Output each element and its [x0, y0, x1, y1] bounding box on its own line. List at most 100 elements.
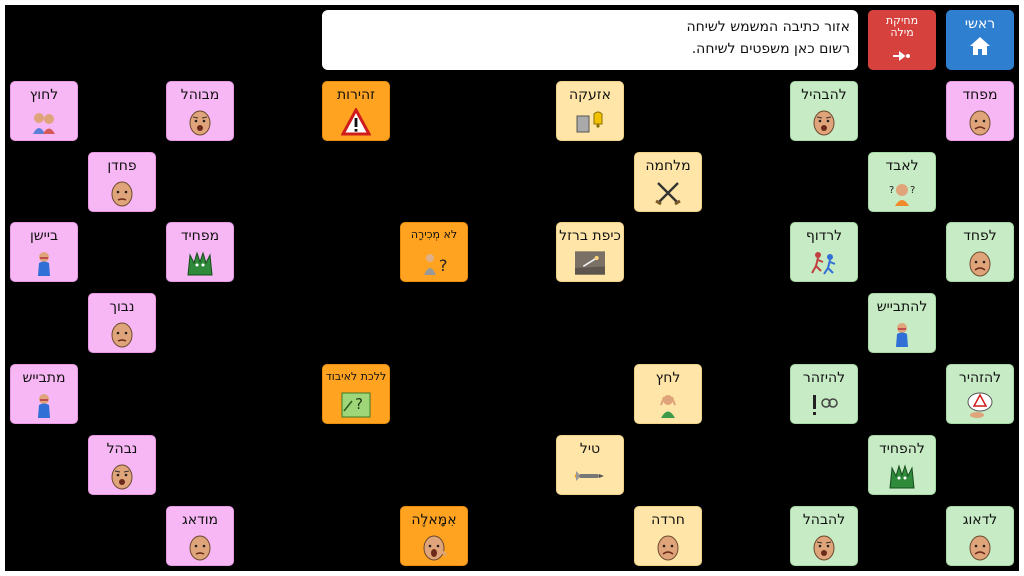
word-tile[interactable]: להתבייש	[868, 293, 936, 353]
stressed-people-icon	[29, 108, 59, 136]
word-tile-label: לחץ	[655, 370, 681, 386]
embarrassed-face-icon	[107, 320, 137, 348]
word-tile-label: לרדוף	[805, 228, 843, 244]
be-ashamed-icon	[887, 320, 917, 348]
shy-person-icon	[29, 249, 59, 277]
word-tile[interactable]: לפחד	[946, 222, 1014, 282]
word-tile-label: לא מְכִירָה	[410, 228, 458, 241]
word-tile-label: חרדה	[651, 512, 685, 528]
anxiety-face-icon	[653, 533, 683, 561]
word-tile[interactable]: להבהל	[790, 506, 858, 566]
word-tile-label: להפחיד	[879, 441, 925, 457]
word-tile-label: אזעקה	[568, 87, 612, 103]
word-tile-label: מתבייש	[22, 370, 66, 386]
coward-face-icon	[107, 179, 137, 207]
word-tile-label: לאבד	[885, 158, 919, 174]
word-tile[interactable]: מודאג	[166, 506, 234, 566]
word-tile[interactable]: מתבייש	[10, 364, 78, 424]
word-tile[interactable]: להפחיד	[868, 435, 936, 495]
word-tile[interactable]: מפחיד	[166, 222, 234, 282]
word-tile-label: מודאג	[181, 512, 219, 528]
lose-icon: ??	[887, 179, 917, 207]
message-line-1: אזור כתיבה המשמש לשיחה	[686, 19, 850, 35]
word-tile-label: טיל	[579, 441, 601, 457]
alarm-icon	[575, 108, 605, 136]
beware-icon	[809, 391, 839, 419]
svg-text:?: ?	[355, 395, 363, 413]
message-line-2: רשום כאן משפטים לשיחה.	[691, 41, 850, 57]
word-tile[interactable]: להיזהר	[790, 364, 858, 424]
word-tile[interactable]: לא מְכִירָה?	[400, 222, 468, 282]
word-tile[interactable]: מלחמה	[634, 152, 702, 212]
missile-icon	[572, 462, 605, 490]
word-tile[interactable]: כיפת ברזל	[556, 222, 624, 282]
word-tile[interactable]: פחדן	[88, 152, 156, 212]
word-tile[interactable]: טיל	[556, 435, 624, 495]
word-tile-label: להבהל	[802, 512, 846, 528]
delete-label-line2: מילה	[890, 26, 914, 39]
word-tile[interactable]: נבוך	[88, 293, 156, 353]
worried-face-icon	[185, 533, 215, 561]
home-icon	[969, 36, 991, 56]
backspace-icon	[892, 46, 912, 61]
word-tile[interactable]: ללכת לאיבוד?	[322, 364, 390, 424]
word-tile-label: מבוהל	[180, 87, 220, 103]
word-tile-label: ללכת לאיבוד	[325, 370, 387, 383]
word-tile-label: מפחד	[962, 87, 998, 103]
svg-text:?: ?	[439, 256, 448, 275]
word-tile-label: להיזהר	[802, 370, 846, 386]
word-tile-label: אִמָּאלֶה	[411, 512, 457, 528]
word-tile[interactable]: אזעקה	[556, 81, 624, 141]
word-tile[interactable]: ביישן	[10, 222, 78, 282]
svg-text:?: ?	[889, 185, 894, 196]
word-tile-label: פחדן	[107, 158, 137, 174]
word-tile[interactable]: נבהל	[88, 435, 156, 495]
word-tile-label: נבוך	[109, 299, 135, 315]
scare-monster-icon	[887, 462, 917, 490]
word-tile-label: להזהיר	[958, 370, 1002, 386]
unknown-person-icon: ?	[419, 249, 449, 277]
monster-icon	[185, 249, 215, 277]
word-tile-label: מפחיד	[180, 228, 220, 244]
word-tile-label: זהירות	[336, 87, 376, 103]
word-tile[interactable]: לדאוג	[946, 506, 1014, 566]
iron-dome-icon	[575, 249, 605, 277]
warning-icon	[340, 106, 372, 136]
delete-word-button[interactable]: מחיקת מילה	[868, 10, 936, 70]
word-tile[interactable]: לחוץ	[10, 81, 78, 141]
word-tile[interactable]: לחץ	[634, 364, 702, 424]
board-background	[5, 5, 1019, 571]
ashamed-icon	[29, 391, 59, 419]
startle-icon	[809, 108, 839, 136]
word-tile[interactable]: לאבד??	[868, 152, 936, 212]
crossed-swords-icon	[653, 179, 683, 207]
delete-label-line1: מחיקת	[885, 14, 919, 27]
word-tile-label: כיפת ברזל	[559, 228, 621, 244]
home-button[interactable]: ראשי	[946, 10, 1014, 70]
oh-mommy-icon	[419, 533, 449, 561]
chase-icon	[809, 249, 839, 277]
word-tile[interactable]: לרדוף	[790, 222, 858, 282]
worry-face-icon	[965, 533, 995, 561]
word-tile[interactable]: חרדה	[634, 506, 702, 566]
word-tile[interactable]: אִמָּאלֶה	[400, 506, 468, 566]
svg-text:?: ?	[910, 185, 915, 196]
word-tile[interactable]: מבוהל	[166, 81, 234, 141]
word-tile-label: להתבייש	[876, 299, 928, 315]
message-area[interactable]: אזור כתיבה המשמש לשיחה רשום כאן משפטים ל…	[322, 10, 858, 70]
word-tile-label: לחוץ	[29, 87, 59, 103]
word-tile-label: לפחד	[963, 228, 997, 244]
get-lost-icon: ?	[341, 391, 371, 419]
scared-face-icon	[965, 108, 995, 136]
word-tile[interactable]: להבהיל	[790, 81, 858, 141]
startled-face-icon	[107, 462, 137, 490]
afraid-face-icon	[965, 249, 995, 277]
word-tile[interactable]: זהירות	[322, 81, 390, 141]
word-tile-label: מלחמה	[645, 158, 691, 174]
word-tile[interactable]: מפחד	[946, 81, 1014, 141]
word-tile[interactable]: להזהיר	[946, 364, 1014, 424]
home-label: ראשי	[964, 16, 996, 32]
word-tile-label: לדאוג	[962, 512, 998, 528]
warn-icon	[965, 391, 995, 419]
frightened-face-icon	[185, 108, 215, 136]
